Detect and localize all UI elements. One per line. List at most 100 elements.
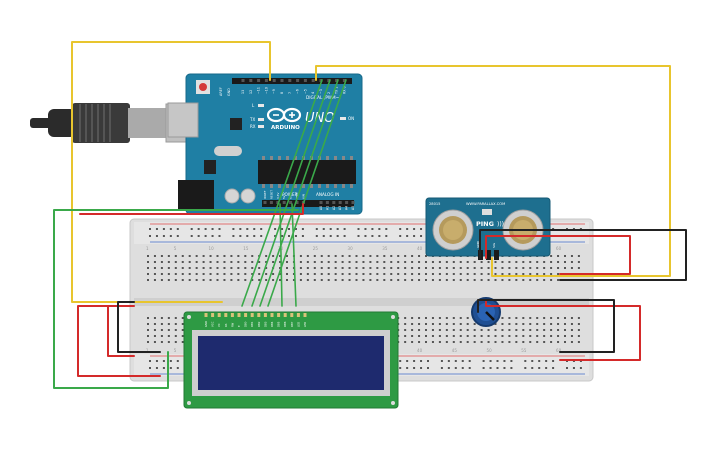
digital-pin-label: ~10 bbox=[264, 87, 268, 94]
digital-pin-socket[interactable] bbox=[264, 79, 268, 82]
lcd-pin-label: RW bbox=[230, 322, 234, 327]
digital-pin-socket[interactable] bbox=[335, 79, 339, 82]
red-wire[interactable] bbox=[485, 235, 631, 275]
digital-pin-socket[interactable] bbox=[249, 79, 253, 82]
power-pin-socket[interactable] bbox=[282, 201, 286, 204]
lcd-pin[interactable] bbox=[290, 313, 294, 317]
analog-pin-label: A2 bbox=[332, 206, 336, 210]
analog-pin-socket[interactable] bbox=[345, 201, 349, 204]
digital-pin-label: 12 bbox=[249, 90, 253, 94]
lcd-pin[interactable] bbox=[230, 313, 234, 317]
lcd-pin-label: E bbox=[237, 325, 241, 327]
digital-pin-socket[interactable] bbox=[288, 79, 292, 82]
red-wire[interactable] bbox=[107, 305, 135, 357]
black-wire[interactable] bbox=[479, 229, 687, 281]
breadboard-column-number: 45 bbox=[452, 348, 458, 353]
power-pin-socket[interactable] bbox=[295, 201, 299, 204]
analog-pin-socket[interactable] bbox=[319, 201, 323, 204]
digital-pin-label: 13 bbox=[241, 90, 245, 94]
sensor-pin-gnd: GND bbox=[476, 240, 480, 248]
sensor-name-label: PING bbox=[476, 220, 494, 228]
lcd-pin[interactable] bbox=[263, 313, 267, 317]
lcd-pin-label: DB6 bbox=[283, 321, 287, 327]
on-led-label: ON bbox=[348, 116, 354, 121]
green-wire[interactable] bbox=[241, 79, 323, 307]
led-tx-label: TX bbox=[249, 117, 255, 122]
digital-pin-socket[interactable] bbox=[303, 79, 307, 82]
green-wire[interactable] bbox=[291, 203, 297, 307]
digital-header bbox=[232, 78, 352, 84]
sensor-brand-label: WWW.PARALLAX.COM bbox=[466, 202, 505, 206]
digital-pin-socket[interactable] bbox=[342, 79, 346, 82]
red-wire[interactable] bbox=[77, 305, 161, 377]
power-pin-socket[interactable] bbox=[269, 201, 273, 204]
black-wire[interactable] bbox=[477, 299, 615, 353]
lcd-pin[interactable] bbox=[277, 313, 281, 317]
breadboard-column-number: 15 bbox=[243, 246, 249, 251]
lcd-pin[interactable] bbox=[224, 313, 228, 317]
digital-pin-socket[interactable] bbox=[272, 79, 276, 82]
digital-pin-label: TX 1 bbox=[335, 87, 339, 95]
lcd-pin-label: DB1 bbox=[250, 321, 254, 327]
lcd-pin[interactable] bbox=[237, 313, 241, 317]
breadboard-column-number: 25 bbox=[313, 246, 319, 251]
lcd-pin[interactable] bbox=[270, 313, 274, 317]
breadboard-column-number: 30 bbox=[348, 246, 354, 251]
arduino-model-label: UNO bbox=[305, 111, 334, 126]
gnd-label: GND bbox=[227, 88, 231, 96]
red-wire[interactable] bbox=[485, 299, 641, 361]
green-wire[interactable] bbox=[53, 209, 299, 389]
green-wire[interactable] bbox=[259, 79, 339, 307]
black-wire[interactable] bbox=[117, 301, 161, 353]
sensor-pin-sig: SIG bbox=[492, 242, 496, 248]
red-wire[interactable] bbox=[79, 203, 304, 215]
power-analog-header bbox=[262, 200, 354, 207]
digital-pin-label: ~11 bbox=[257, 87, 261, 94]
lcd-pin-label: DB2 bbox=[257, 321, 261, 327]
lcd-pin-label: DB0 bbox=[244, 321, 248, 327]
green-wire[interactable] bbox=[279, 203, 283, 307]
led-rx-label: RX bbox=[250, 124, 256, 129]
digital-pin-socket[interactable] bbox=[296, 79, 300, 82]
usb-port bbox=[167, 102, 199, 138]
digital-pin-label: ~6 bbox=[296, 89, 300, 94]
digital-pin-label: ~5 bbox=[303, 89, 307, 94]
digital-pin-socket[interactable] bbox=[280, 79, 284, 82]
power-pin-socket[interactable] bbox=[263, 201, 267, 204]
lcd-pin-label: V0 bbox=[217, 323, 221, 327]
analog-pin-socket[interactable] bbox=[338, 201, 342, 204]
lcd-pin[interactable] bbox=[303, 313, 307, 317]
digital-pin-label: 8 bbox=[280, 92, 284, 94]
digital-pin-socket[interactable] bbox=[257, 79, 261, 82]
power-pin-label: VIN bbox=[301, 194, 305, 199]
lcd-pin[interactable] bbox=[250, 313, 254, 317]
arduino-uno-board[interactable]: ARDUINO UNO DIGITAL (PWM~) ANALOG IN POW… bbox=[167, 73, 363, 215]
analog-pin-socket[interactable] bbox=[325, 201, 329, 204]
digital-pin-socket[interactable] bbox=[311, 79, 315, 82]
breadboard-column-number: 40 bbox=[417, 348, 423, 353]
power-pin-label: IOREF bbox=[263, 190, 267, 199]
digital-pin-socket[interactable] bbox=[327, 79, 331, 82]
yellow-wire[interactable] bbox=[315, 65, 671, 277]
digital-pin-socket[interactable] bbox=[241, 79, 245, 82]
power-pin-label: 3.3V bbox=[276, 193, 280, 199]
lcd-pin[interactable] bbox=[204, 313, 208, 317]
lcd-pin-label: LED bbox=[296, 322, 300, 327]
breadboard-column-number: 55 bbox=[521, 348, 527, 353]
analog-pin-label: A5 bbox=[351, 206, 355, 210]
analog-pin-socket[interactable] bbox=[332, 201, 336, 204]
green-wire[interactable] bbox=[251, 79, 331, 307]
lcd-pin[interactable] bbox=[217, 313, 221, 317]
lcd-pin[interactable] bbox=[244, 313, 248, 317]
lcd-pin[interactable] bbox=[296, 313, 300, 317]
lcd-pin[interactable] bbox=[257, 313, 261, 317]
analog-pin-label: A0 bbox=[319, 206, 323, 210]
lcd-pin[interactable] bbox=[283, 313, 287, 317]
lcd-pin[interactable] bbox=[211, 313, 215, 317]
ping-ultrasonic-sensor[interactable]: WWW.PARALLAX.COM PING ))) 28015 GND 5V S… bbox=[425, 197, 551, 260]
capacitor bbox=[224, 188, 240, 204]
power-pin-socket[interactable] bbox=[289, 201, 293, 204]
sensor-waves-icon: ))) bbox=[497, 221, 504, 228]
analog-pin-socket[interactable] bbox=[351, 201, 355, 204]
